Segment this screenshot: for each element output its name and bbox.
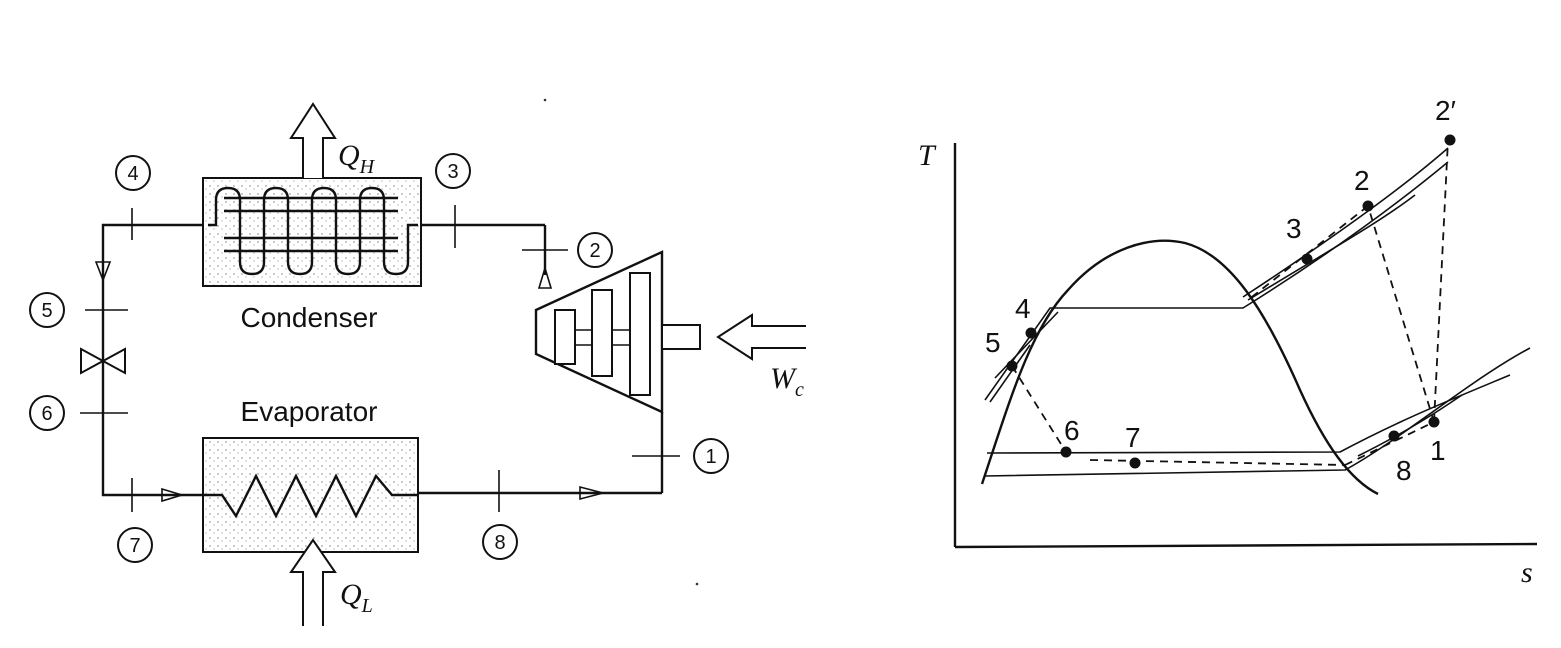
- state-4-number: 4: [127, 163, 138, 185]
- superheat-process-line: [1344, 421, 1435, 466]
- state-labels: 4 3 2 5 6 1 7: [29, 153, 729, 563]
- point-5: [1006, 360, 1018, 372]
- state-3-number: 3: [447, 161, 458, 183]
- real-low-pressure-line: [1357, 394, 1463, 457]
- state-ticks: [80, 205, 680, 512]
- state-3-label: 3: [435, 153, 471, 189]
- high-pressure-isobar: [984, 161, 1449, 401]
- real-compression-line: [1367, 205, 1435, 423]
- y-axis-label: T: [918, 139, 937, 172]
- point-1: [1428, 416, 1440, 428]
- state-1-label: 1: [693, 438, 729, 474]
- point-4-label: 4: [1015, 293, 1031, 324]
- evaporator: Evaporator: [202, 396, 419, 553]
- state-points: [1006, 134, 1456, 469]
- state-1-number: 1: [705, 446, 716, 468]
- throttle-liquid-line: [989, 344, 1031, 403]
- flow-arrow-right-icon: [579, 485, 607, 501]
- state-8-number: 8: [494, 532, 505, 554]
- state-4-label: 4: [115, 155, 151, 191]
- condenser: Condenser: [202, 177, 422, 333]
- subcooled-line: [994, 311, 1059, 379]
- compressor-icon: [534, 250, 701, 414]
- state-5-number: 5: [41, 300, 52, 322]
- flow-arrows: [94, 261, 607, 503]
- state-7-label: 7: [117, 527, 153, 563]
- work-input-arrow-icon: [716, 313, 806, 361]
- flow-arrow-up-icon: [537, 265, 553, 289]
- real-high-pressure-line: [1247, 194, 1416, 301]
- condenser-coil-icon: [208, 186, 418, 276]
- point-6-label: 6: [1064, 415, 1080, 446]
- evaporation-process-line: [1089, 459, 1346, 466]
- point-7-label: 7: [1125, 422, 1141, 453]
- x-axis: [954, 542, 1538, 549]
- work-input-label: Wc: [770, 362, 804, 401]
- x-axis-label: s: [1521, 556, 1533, 589]
- point-8: [1388, 430, 1400, 442]
- state-6-number: 6: [41, 403, 52, 425]
- heat-absorbed-label: QL: [340, 578, 373, 617]
- throttling-process-line: [1011, 365, 1067, 453]
- heat-rejected-label: QH: [338, 139, 376, 178]
- state-2-label: 2: [577, 232, 613, 268]
- high-pressure-isobar-outer: [1242, 147, 1449, 298]
- scan-speck: [695, 582, 699, 586]
- point-3: [1301, 253, 1313, 265]
- expansion-valve-icon: [80, 347, 126, 375]
- point-labels: 1 2 2′ 3 4 5 6 7 8: [985, 95, 1456, 486]
- flow-arrow-right-icon: [161, 487, 185, 503]
- point-6: [1060, 446, 1072, 458]
- condenser-label: Condenser: [241, 302, 378, 333]
- point-2-label: 2: [1354, 165, 1370, 196]
- state-7-number: 7: [129, 535, 140, 557]
- low-pressure-isobar: [984, 347, 1531, 477]
- heat-rejected-arrow-icon: [289, 102, 337, 178]
- state-8-label: 8: [482, 524, 518, 560]
- point-2-prime-label: 2′: [1435, 95, 1456, 126]
- point-5-label: 5: [985, 327, 1001, 358]
- state-6-label: 6: [29, 395, 65, 431]
- evaporator-label: Evaporator: [241, 396, 378, 427]
- point-3-label: 3: [1286, 213, 1302, 244]
- ts-diagram: T s: [918, 95, 1538, 589]
- point-2-prime: [1444, 134, 1456, 146]
- heat-absorbed-arrow-icon: [289, 538, 337, 626]
- state-2-number: 2: [589, 240, 600, 262]
- saturation-dome: [980, 239, 1379, 496]
- flow-arrow-down-icon: [94, 261, 112, 283]
- cycle-schematic: 4 3 2 5 6 1 7: [29, 102, 806, 626]
- point-1-label: 1: [1430, 435, 1446, 466]
- point-2: [1362, 200, 1374, 212]
- point-4: [1025, 327, 1037, 339]
- evaporator-coil-icon: [203, 473, 418, 519]
- point-7: [1129, 457, 1141, 469]
- low-pressure-isobar-upper: [986, 374, 1511, 454]
- compressor-shaft: [661, 324, 701, 350]
- point-8-label: 8: [1396, 455, 1412, 486]
- ideal-compression-line: [1433, 139, 1449, 423]
- scan-speck: [543, 98, 547, 102]
- state-5-label: 5: [29, 292, 65, 328]
- desuperheat-process-line: [1247, 205, 1369, 301]
